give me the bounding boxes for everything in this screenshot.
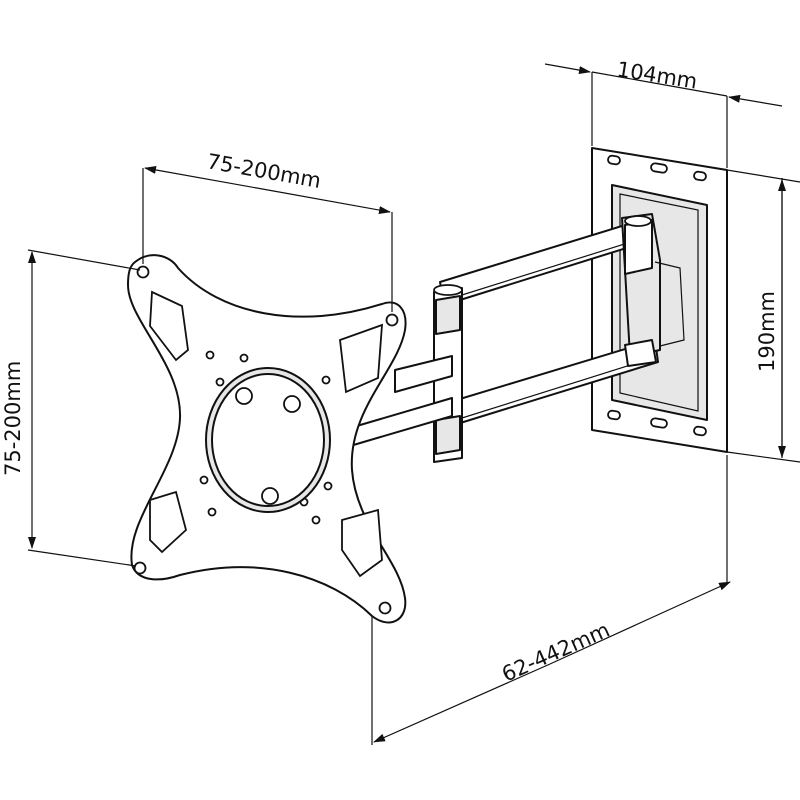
plate-width-label: 104mm (615, 57, 699, 93)
dimension-lines (27, 63, 800, 745)
vesa-horizontal-label: 75-200mm (205, 149, 323, 193)
arm-extension-label: 62-442mm (498, 618, 613, 687)
vesa-vertical-label: 75-200mm (1, 361, 25, 476)
swing-arms (349, 213, 685, 463)
vesa-plate (127, 254, 407, 624)
plate-height-label: 190mm (755, 291, 779, 372)
